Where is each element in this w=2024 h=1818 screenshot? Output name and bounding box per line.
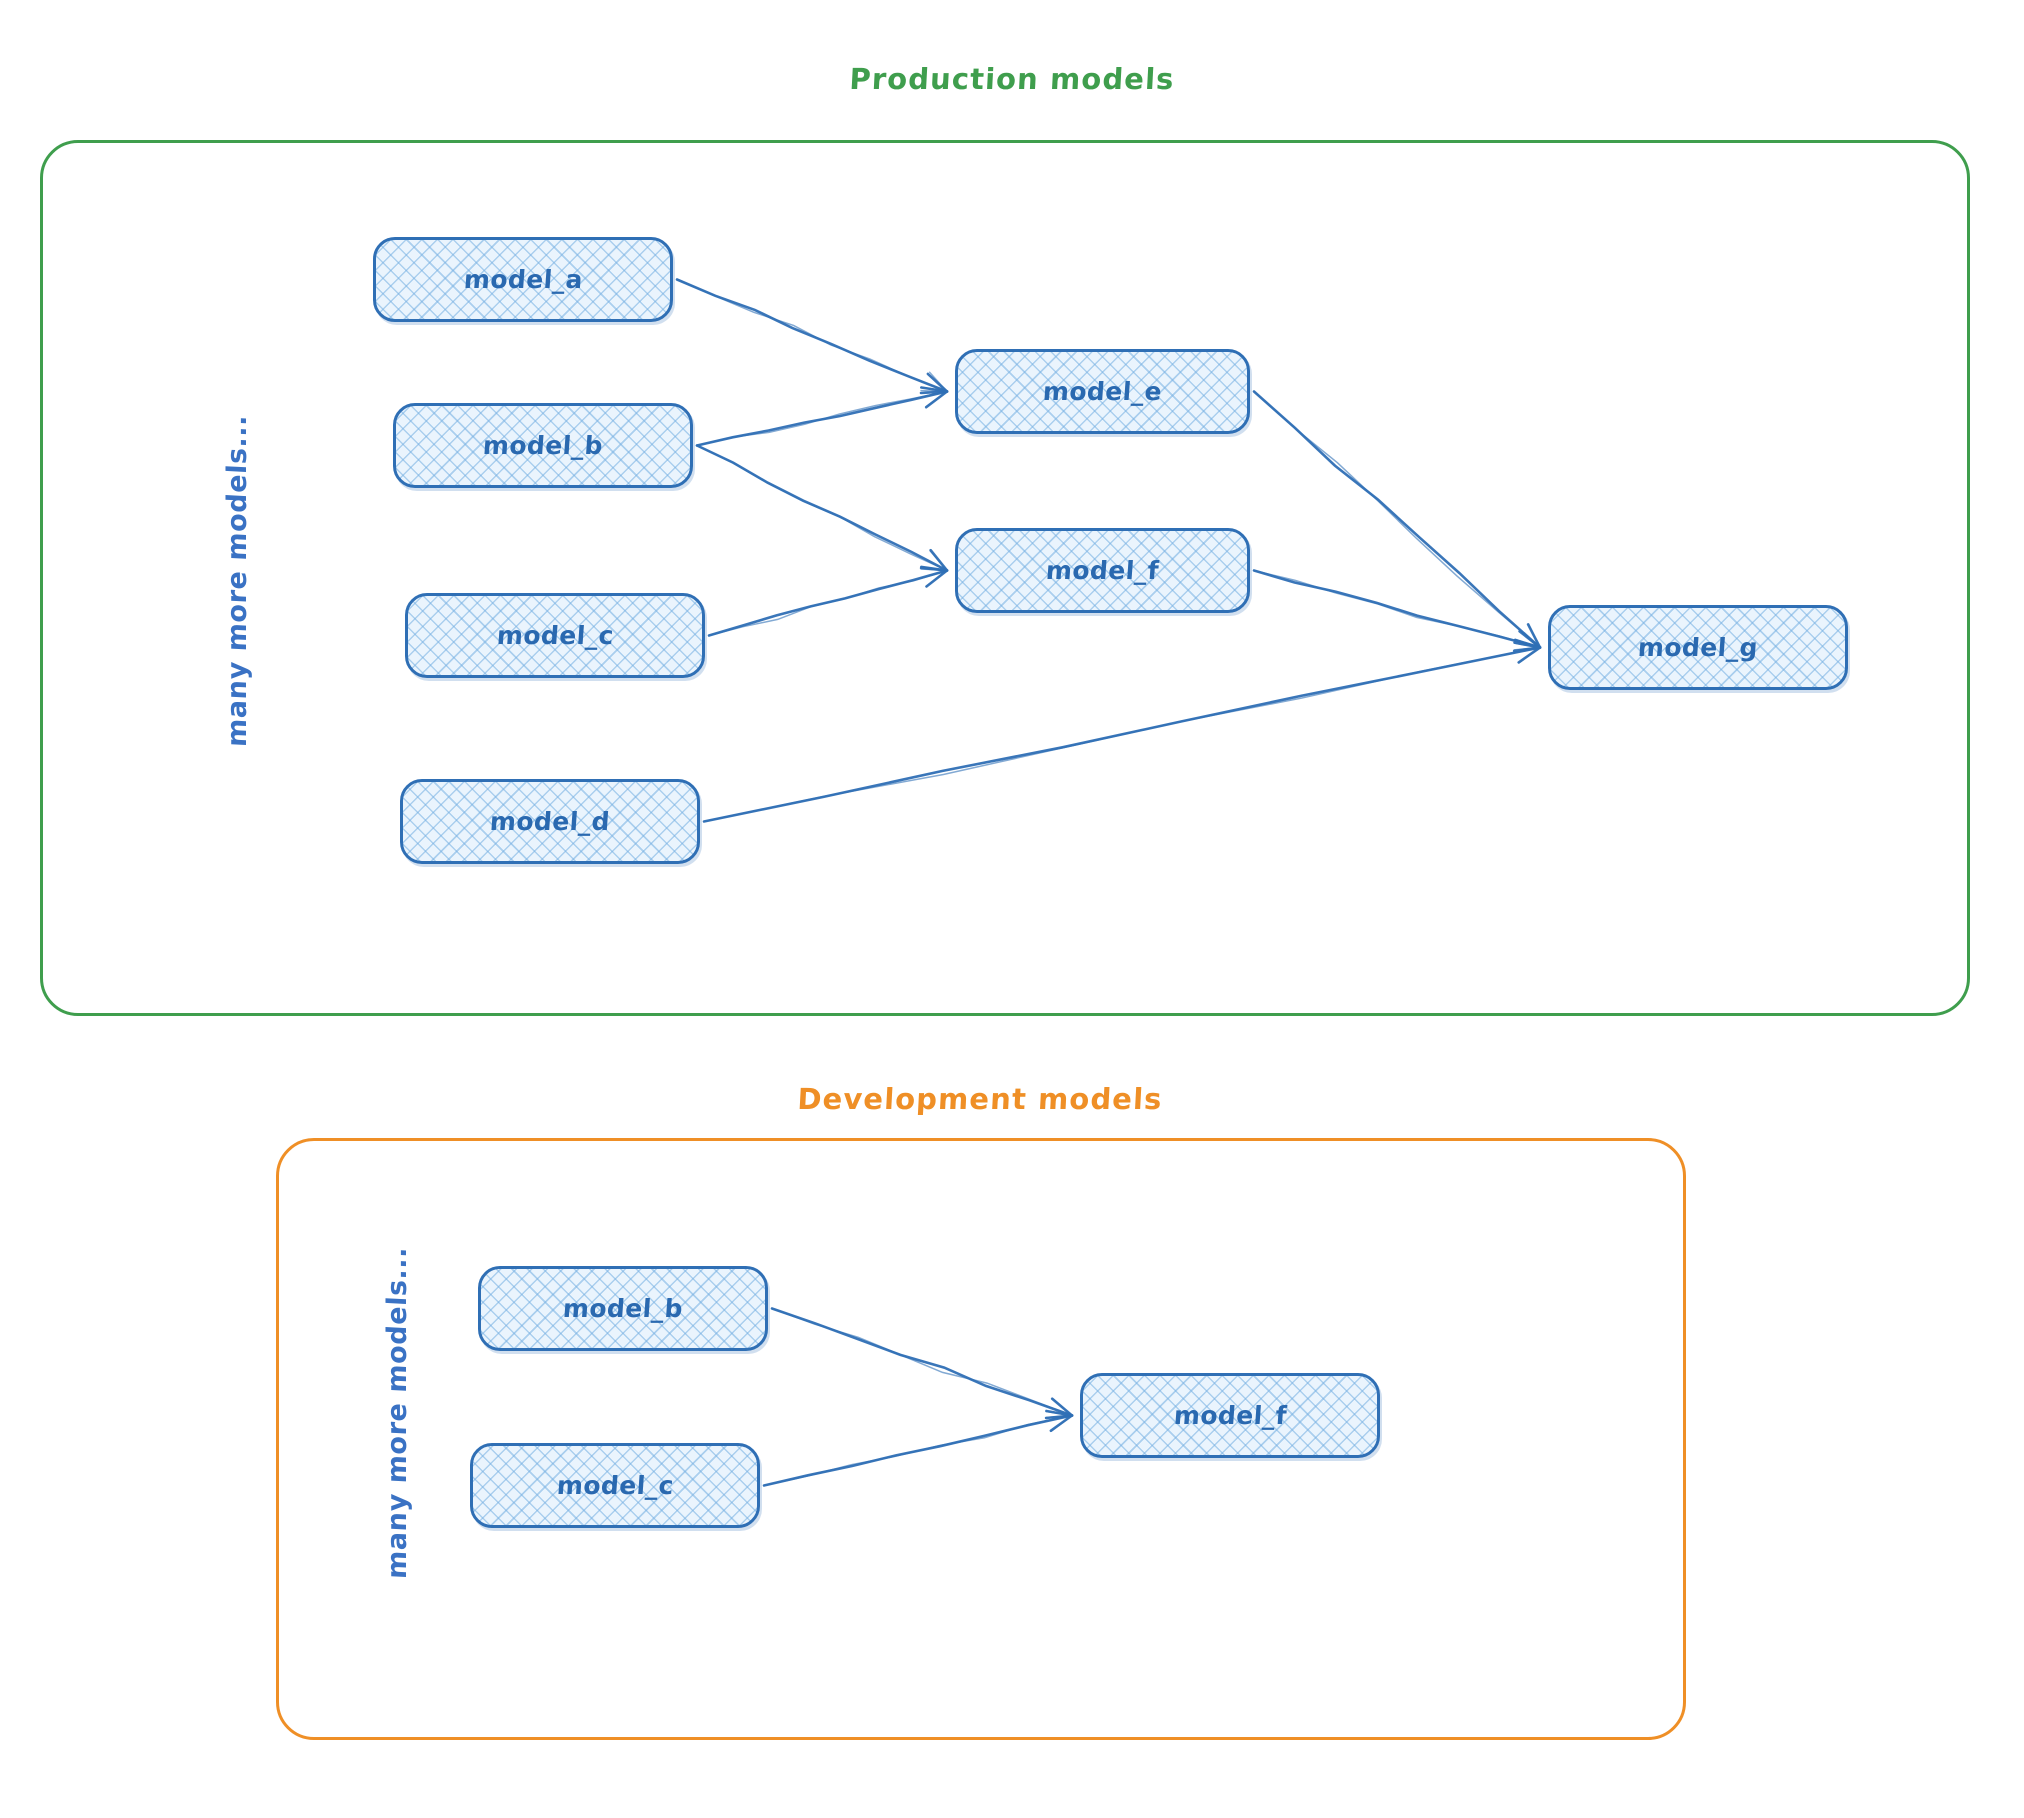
development-group-title: Development models: [796, 1082, 1164, 1116]
model-node-label: model_f: [1045, 556, 1160, 585]
production-many-more-models-label: many more models...: [222, 413, 253, 748]
model-node-label: model_a: [462, 265, 584, 294]
model-node-dev-model-c[interactable]: model_c: [470, 1443, 760, 1528]
development-many-more-models-label: many more models...: [382, 1245, 413, 1580]
model-node-label: model_e: [1042, 377, 1163, 406]
model-node-label: model_c: [555, 1471, 675, 1500]
model-node-label: model_d: [489, 807, 611, 836]
production-group-frame: [40, 140, 1970, 1016]
model-node-prod-model-a[interactable]: model_a: [373, 237, 673, 322]
model-node-dev-model-b[interactable]: model_b: [478, 1266, 768, 1351]
model-node-dev-model-f[interactable]: model_f: [1080, 1373, 1380, 1458]
model-node-prod-model-c[interactable]: model_c: [405, 593, 705, 678]
model-node-label: model_f: [1172, 1401, 1288, 1430]
model-node-label: model_c: [495, 621, 615, 650]
model-node-prod-model-b[interactable]: model_b: [393, 403, 693, 488]
development-group-frame: [276, 1138, 1686, 1740]
model-node-label: model_b: [562, 1294, 684, 1323]
model-node-prod-model-g[interactable]: model_g: [1548, 605, 1848, 690]
model-node-prod-model-d[interactable]: model_d: [400, 779, 700, 864]
production-group-title: Production models: [848, 62, 1176, 96]
model-node-prod-model-f[interactable]: model_f: [955, 528, 1250, 613]
model-node-label: model_b: [482, 431, 604, 460]
model-node-label: model_g: [1637, 633, 1759, 662]
model-node-prod-model-e[interactable]: model_e: [955, 349, 1250, 434]
